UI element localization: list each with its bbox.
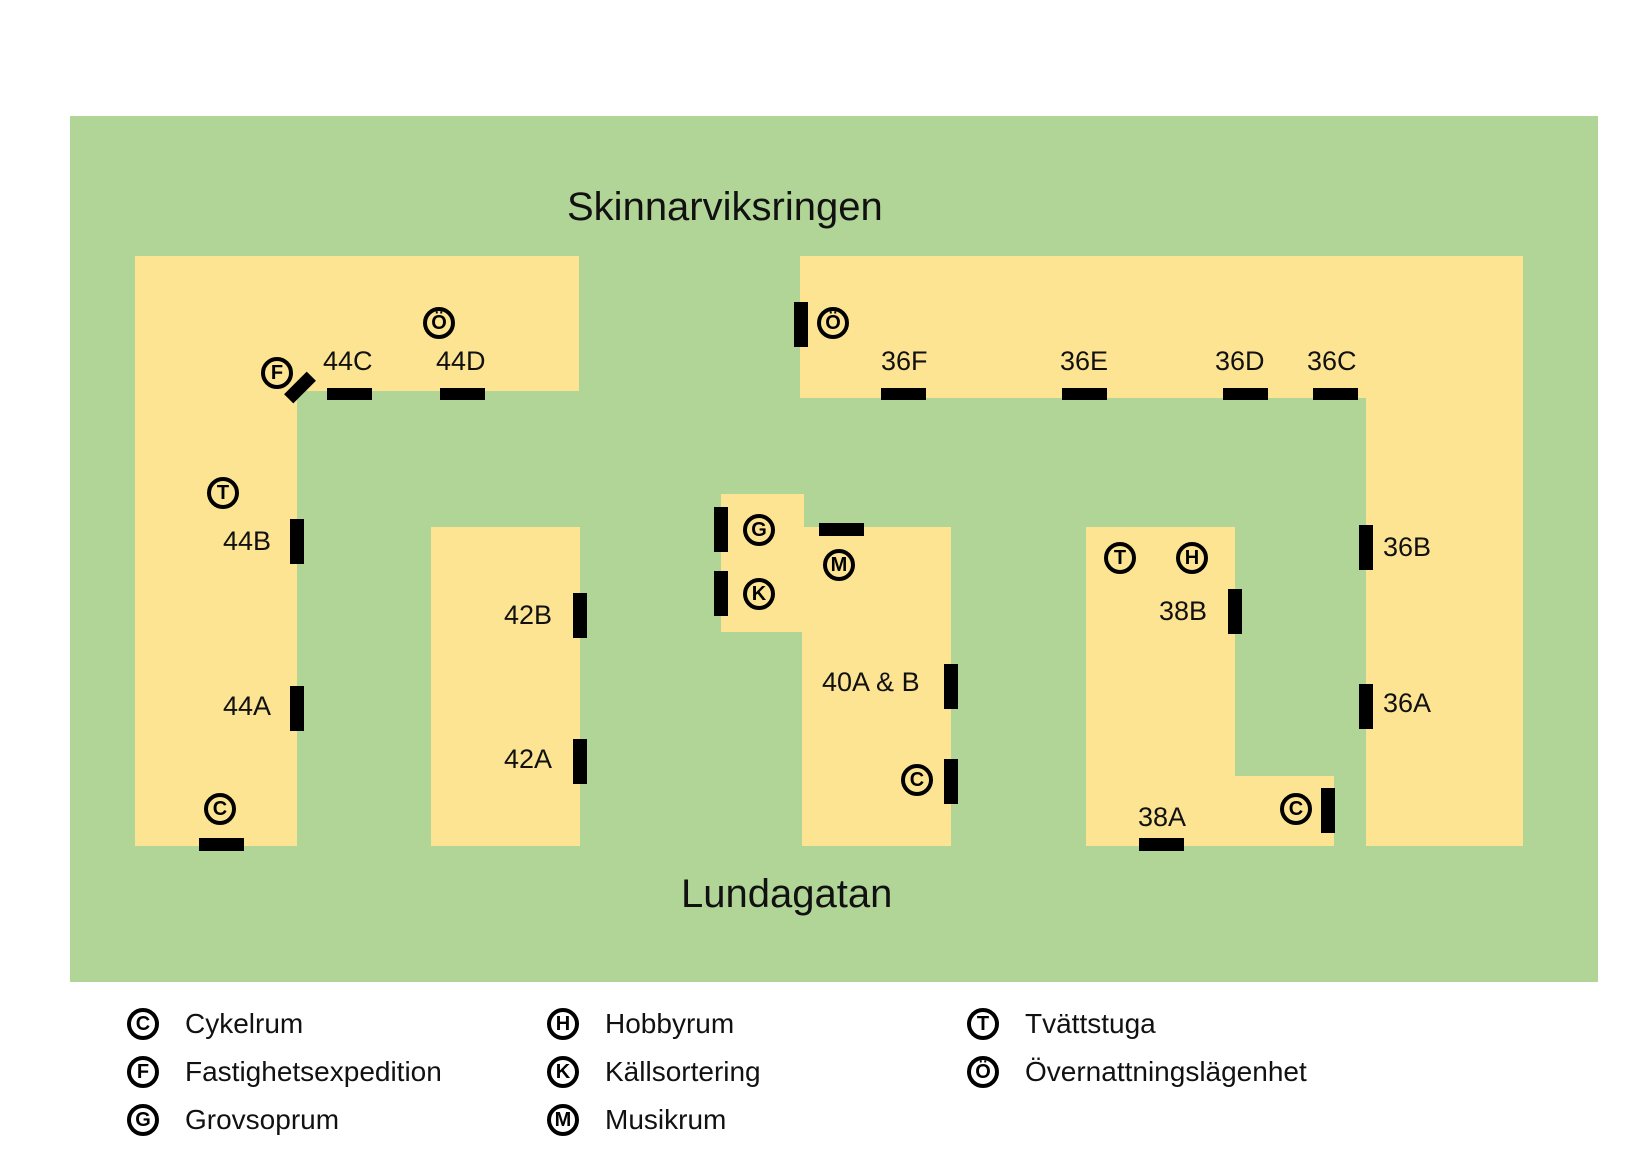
musikrum-icon: M: [823, 549, 855, 581]
entrance-44a: 44A: [223, 691, 272, 721]
entrance-36d: 36D: [1215, 346, 1265, 376]
cykelrum-icon: C: [1280, 793, 1312, 825]
building-36-wing: [1366, 256, 1523, 846]
door-kallsortering: [714, 571, 728, 616]
musikrum-icon: M: [547, 1104, 579, 1136]
door-36a: [1359, 684, 1373, 729]
fastighetsexpedition-icon: F: [261, 357, 293, 389]
legend-item-musikrum: M Musikrum: [547, 1100, 726, 1140]
cykelrum-icon: C: [127, 1008, 159, 1040]
street-skinnarviksringen: Skinnarviksringen: [567, 185, 883, 229]
tvattstuga-icon: T: [967, 1008, 999, 1040]
entrance-36e: 36E: [1060, 346, 1109, 376]
grovsoprum-icon: G: [127, 1104, 159, 1136]
cykelrum-icon: C: [204, 793, 236, 825]
door-36e: [1062, 388, 1107, 400]
legend-item-kallsortering: K Källsortering: [547, 1052, 761, 1092]
door-36d: [1223, 388, 1268, 400]
door-38-cykelrum: [1321, 788, 1335, 833]
entrance-44c: 44C: [323, 346, 373, 376]
legend-label: Musikrum: [605, 1104, 727, 1135]
tvattstuga-icon: T: [1104, 542, 1136, 574]
legend-label: Fastighetsexpedition: [185, 1056, 442, 1087]
entrance-36c: 36C: [1307, 346, 1357, 376]
hobbyrum-icon: H: [547, 1008, 579, 1040]
legend-label: Cykelrum: [185, 1008, 304, 1039]
legend-label: Grovsoprum: [185, 1104, 340, 1135]
entrance-36b: 36B: [1383, 532, 1432, 562]
hobbyrum-icon: H: [1176, 542, 1208, 574]
legend-item-cykelrum: C Cykelrum: [127, 1004, 303, 1044]
door-44c: [327, 388, 372, 400]
door-42b: [573, 593, 587, 638]
entrance-38a: 38A: [1138, 802, 1187, 832]
door-44-cykelrum: [199, 838, 244, 851]
tvattstuga-icon: T: [207, 477, 239, 509]
overnattning-icon: Ö: [967, 1056, 999, 1088]
legend-label: Tvättstuga: [1025, 1008, 1156, 1039]
legend-item-overnattning: Ö Övernattningslägenhet: [967, 1052, 1307, 1092]
overnattning-icon: Ö: [817, 307, 849, 339]
entrance-40ab: 40A & B: [822, 667, 920, 697]
door-42a: [573, 739, 587, 784]
legend-label: Hobbyrum: [605, 1008, 735, 1039]
entrance-44d: 44D: [436, 346, 486, 376]
door-44a: [290, 686, 304, 731]
entrance-42b: 42B: [504, 600, 553, 630]
entrance-44b: 44B: [223, 526, 272, 556]
door-grovsoprum: [714, 507, 728, 552]
kallsortering-icon: K: [743, 578, 775, 610]
kallsortering-icon: K: [547, 1056, 579, 1088]
entrance-36f: 36F: [881, 346, 928, 376]
door-44b: [290, 519, 304, 564]
overnattning-icon: Ö: [423, 307, 455, 339]
door-36c: [1313, 388, 1358, 400]
door-36b: [1359, 525, 1373, 570]
entrance-38b: 38B: [1159, 596, 1208, 626]
door-40ab: [944, 664, 958, 709]
building-42: [431, 527, 580, 846]
grovsoprum-icon: G: [743, 514, 775, 546]
entrance-42a: 42A: [504, 744, 553, 774]
legend-item-tvattstuga: T Tvättstuga: [967, 1004, 1156, 1044]
door-36f: [881, 388, 926, 400]
building-44-wing: [135, 256, 297, 846]
door-38b: [1228, 589, 1242, 634]
fastighetsexpedition-icon: F: [127, 1056, 159, 1088]
legend-item-hobbyrum: H Hobbyrum: [547, 1004, 734, 1044]
legend-label: Källsortering: [605, 1056, 761, 1087]
door-44d: [440, 388, 485, 400]
door-40-cykelrum: [944, 759, 958, 804]
legend-label: Övernattningslägenhet: [1025, 1056, 1307, 1087]
cykelrum-icon: C: [901, 764, 933, 796]
door-musikrum: [819, 523, 864, 536]
legend-item-grovsoprum: G Grovsoprum: [127, 1100, 339, 1140]
door-36-overnattning: [794, 302, 808, 347]
door-38a: [1139, 838, 1184, 851]
street-lundagatan: Lundagatan: [681, 872, 893, 916]
legend-item-fastighetsexpedition: F Fastighetsexpedition: [127, 1052, 442, 1092]
entrance-36a: 36A: [1383, 688, 1432, 718]
